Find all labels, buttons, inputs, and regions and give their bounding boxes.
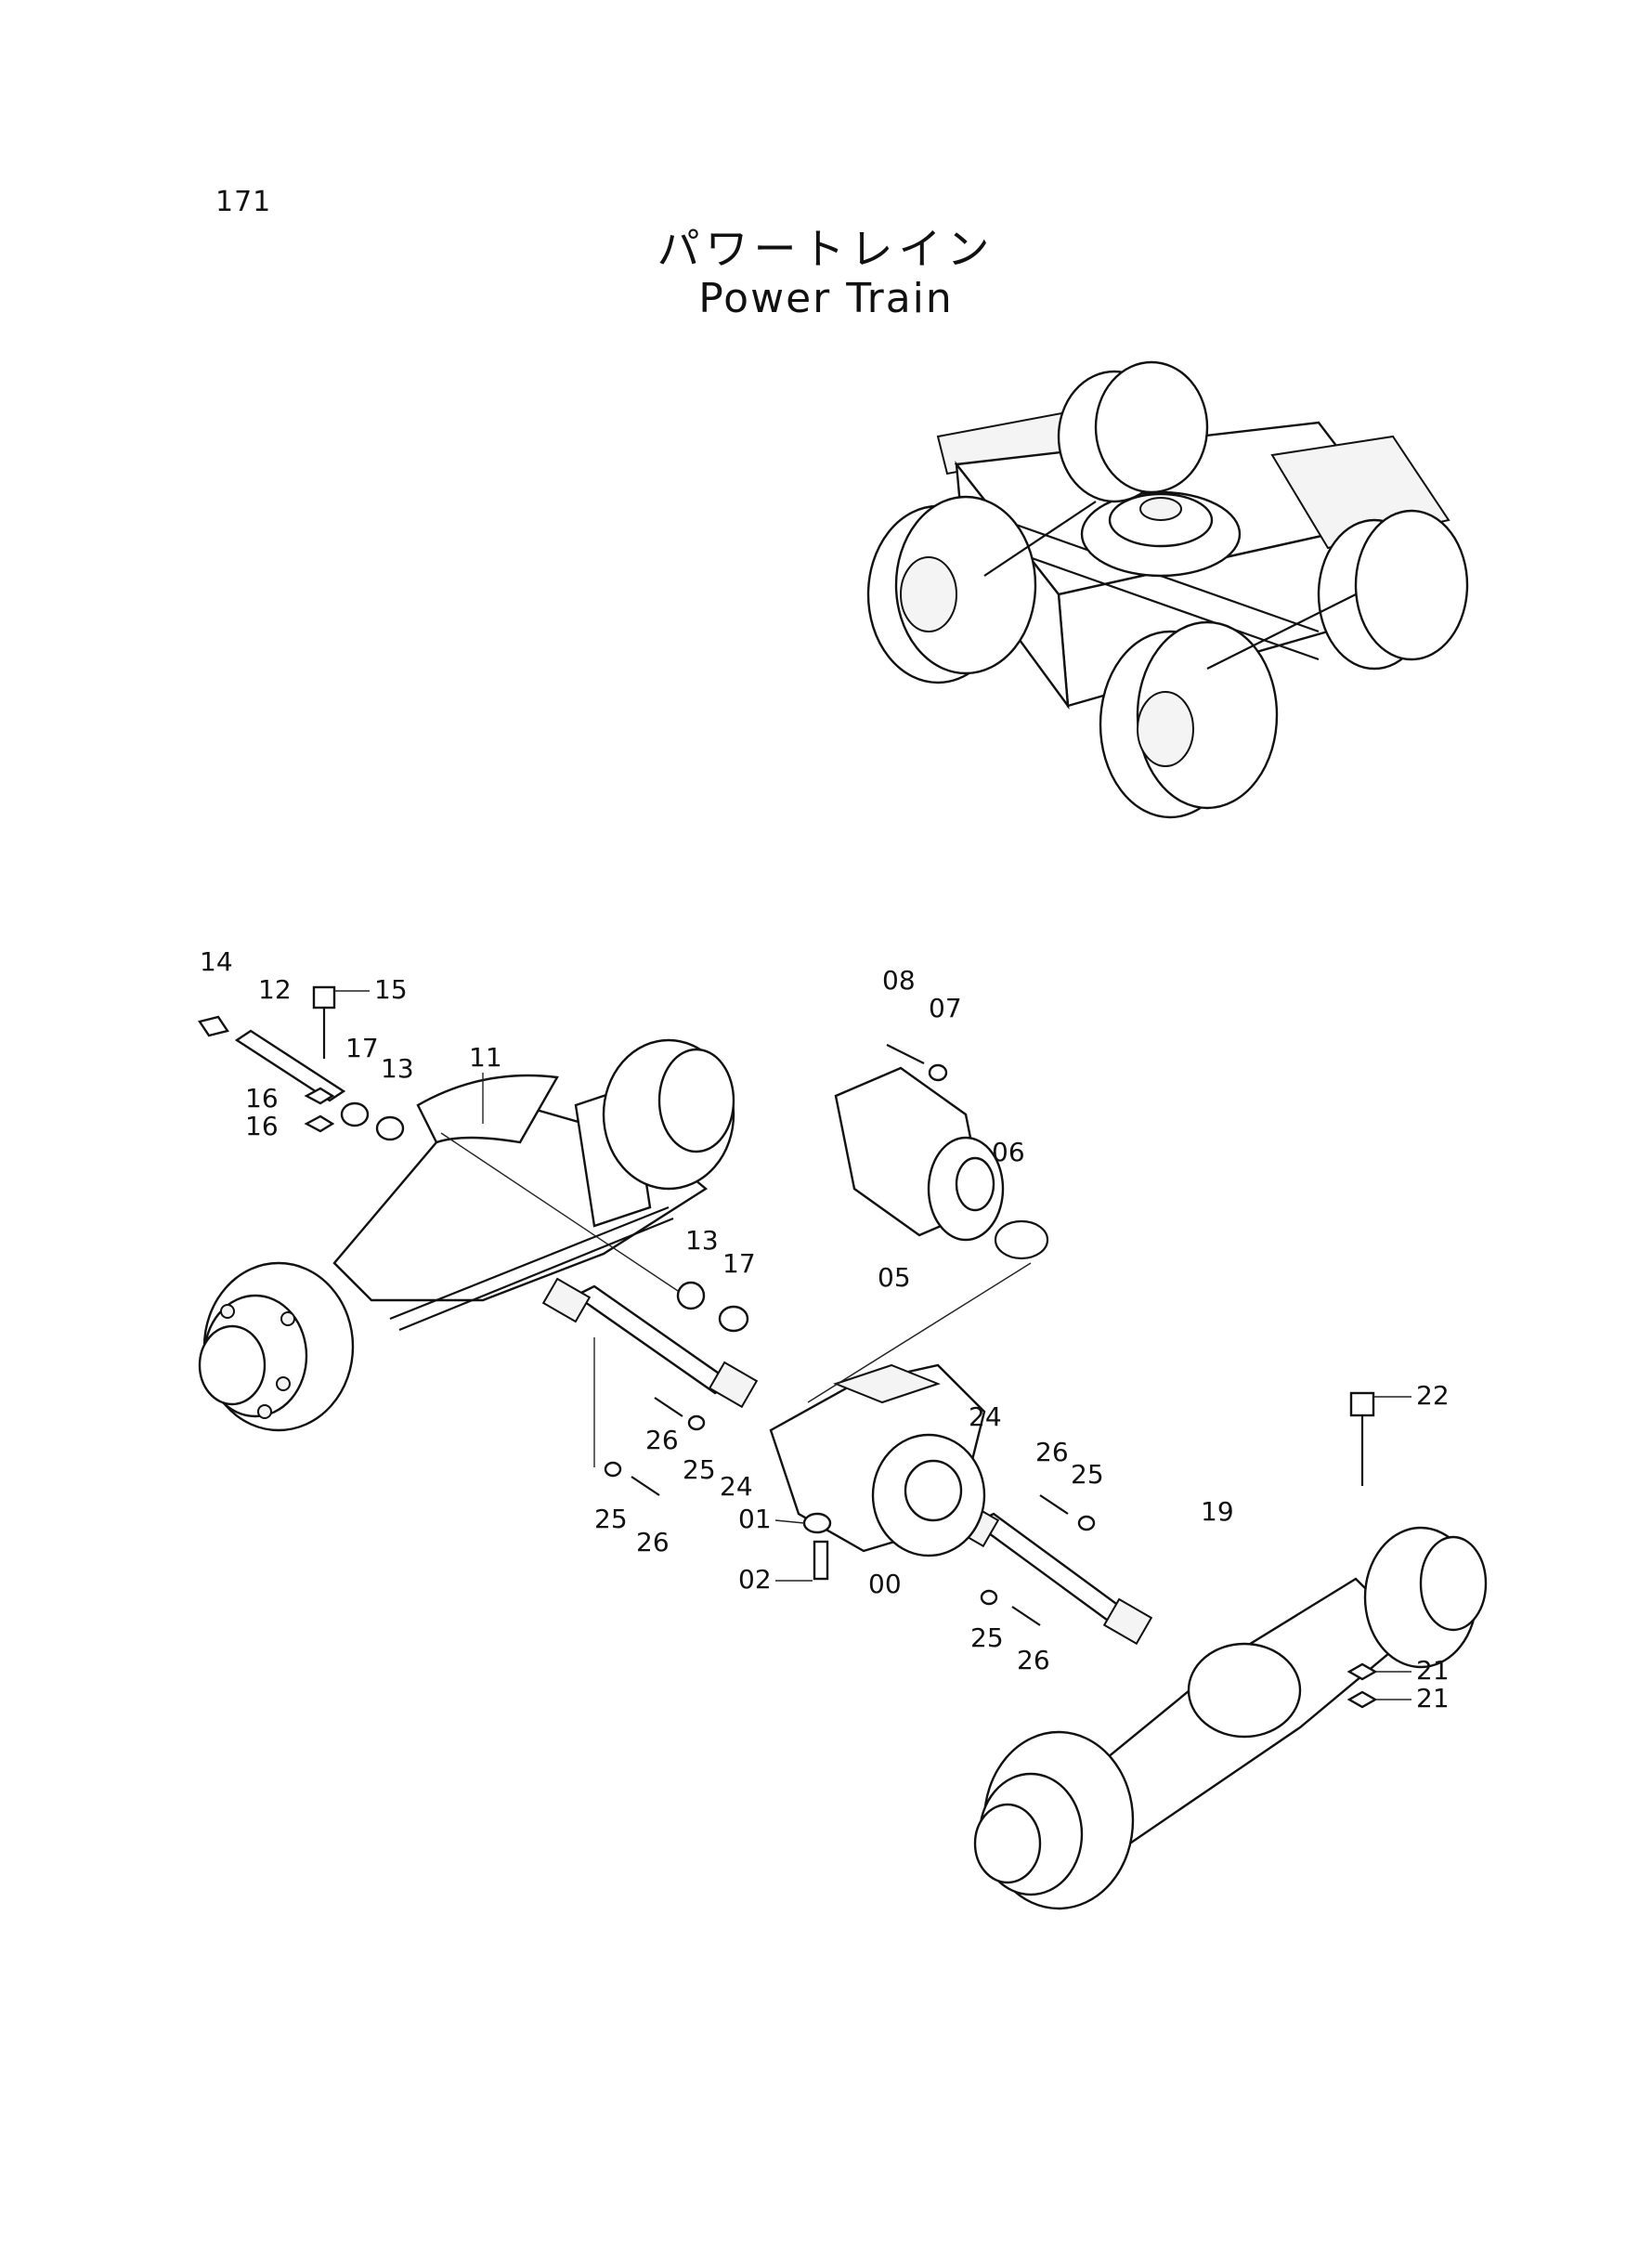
callout-16b: 16	[245, 1111, 279, 1141]
callout-07: 07	[929, 993, 962, 1023]
callout-05: 05	[878, 1262, 911, 1293]
callout-14: 14	[200, 946, 233, 977]
callout-15: 15	[374, 974, 408, 1005]
rear-axle-assembly	[973, 1526, 1488, 1910]
callout-25b: 25	[594, 1504, 628, 1534]
callout-26b: 26	[636, 1527, 670, 1557]
callout-21b: 21	[1416, 1683, 1450, 1713]
transmission-assembly	[769, 1262, 1032, 1557]
front-axle-assembly	[198, 1038, 735, 1432]
callout-25d: 25	[970, 1622, 1004, 1653]
callout-11: 11	[469, 1042, 502, 1073]
callout-24b: 24	[969, 1401, 1002, 1432]
callout-26c: 26	[1035, 1437, 1069, 1467]
callout-17a: 17	[345, 1033, 379, 1063]
callout-12: 12	[258, 974, 292, 1005]
callout-06: 06	[992, 1137, 1025, 1167]
callout-24a: 24	[720, 1471, 753, 1502]
hardware-parts	[198, 985, 1378, 1709]
callout-26a: 26	[645, 1425, 679, 1455]
callout-26d: 26	[1017, 1645, 1050, 1675]
callout-25a: 25	[683, 1454, 716, 1485]
callout-22: 22	[1416, 1380, 1450, 1411]
callout-16a: 16	[245, 1083, 279, 1114]
callout-17b: 17	[722, 1248, 756, 1279]
callout-13b: 13	[685, 1225, 719, 1256]
callout-25c: 25	[1071, 1459, 1104, 1490]
callout-01: 01	[738, 1504, 772, 1534]
callout-02: 02	[738, 1564, 772, 1595]
callout-19: 19	[1201, 1496, 1234, 1527]
callout-labels: 14 12 15 17 13 11 16 16 13 17 08 07 06 0…	[200, 946, 1450, 1713]
callout-08: 08	[882, 965, 916, 996]
page-title-japanese: パワートレイン	[657, 224, 995, 274]
callout-13a: 13	[381, 1053, 414, 1084]
page-title-english: Power Train	[698, 275, 954, 322]
callout-21a: 21	[1416, 1655, 1450, 1686]
callout-00: 00	[868, 1569, 902, 1599]
chassis-overview-illustration	[866, 360, 1469, 819]
hydraulic-motor	[834, 1066, 1049, 1260]
propeller-shaft-front	[541, 1277, 759, 1409]
page-number: 171	[215, 186, 272, 218]
